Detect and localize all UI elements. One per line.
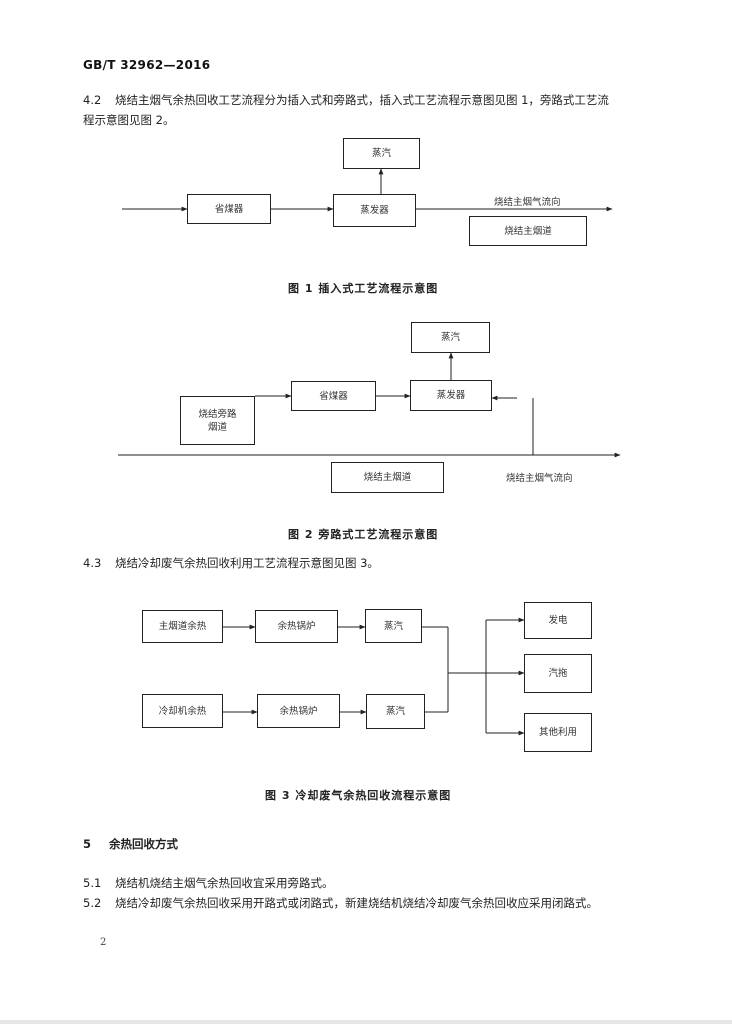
item-text: 烧结机烧结主烟气余热回收宜采用旁路式。 xyxy=(114,876,334,890)
section-5-1: 5.1 烧结机烧结主烟气余热回收宜采用旁路式。 xyxy=(83,873,333,893)
standard-number: GB/T 32962—2016 xyxy=(83,58,211,72)
section-text: 烧结冷却废气余热回收利用工艺流程示意图见图 3。 xyxy=(114,556,379,570)
figure2-caption: 图 2 旁路式工艺流程示意图 xyxy=(288,528,439,541)
item-text: 烧结冷却废气余热回收采用开路式或闭路式，新建烧结机烧结冷却废气余热回收应采用闭路… xyxy=(114,896,598,910)
fig2-main-flue-box: 烧结主烟道 xyxy=(331,462,444,493)
fig1-flow-label: 烧结主烟气流向 xyxy=(494,197,561,208)
section-title: 余热回收方式 xyxy=(109,837,179,851)
fig1-economizer-box: 省煤器 xyxy=(187,194,271,224)
fig2-steam-box: 蒸汽 xyxy=(411,322,490,353)
section-4-2-line1: 4.2 烧结主烟气余热回收工艺流程分为插入式和旁路式，插入式工艺流程示意图见图 … xyxy=(83,90,609,110)
fig1-main-flue-box: 烧结主烟道 xyxy=(469,216,587,246)
fig3-main-flue-heat-box: 主烟道余热 xyxy=(142,610,223,643)
figure1-caption: 图 1 插入式工艺流程示意图 xyxy=(288,282,439,295)
fig2-bypass-flue-box: 烧结旁路烟道 xyxy=(180,396,255,445)
fig2-evaporator-box: 蒸发器 xyxy=(410,380,492,411)
fig1-evaporator-box: 蒸发器 xyxy=(333,194,416,227)
fig3-steam1-box: 蒸汽 xyxy=(365,609,422,643)
fig3-boiler1-box: 余热锅炉 xyxy=(255,610,338,643)
section-number: 4.2 xyxy=(83,93,102,107)
section-number: 5 xyxy=(83,837,92,851)
fig3-drive-box: 汽拖 xyxy=(524,654,592,693)
fig3-steam2-box: 蒸汽 xyxy=(366,694,425,729)
fig3-cooler-heat-box: 冷却机余热 xyxy=(142,694,223,728)
bottom-divider xyxy=(0,1020,732,1024)
item-number: 5.2 xyxy=(83,896,102,910)
section-number: 4.3 xyxy=(83,556,102,570)
fig3-boiler2-box: 余热锅炉 xyxy=(257,694,340,728)
fig2-economizer-box: 省煤器 xyxy=(291,381,376,411)
section-5-2: 5.2 烧结冷却废气余热回收采用开路式或闭路式，新建烧结机烧结冷却废气余热回收应… xyxy=(83,893,598,913)
section-4-3: 4.3 烧结冷却废气余热回收利用工艺流程示意图见图 3。 xyxy=(83,553,379,573)
section-4-2-line2: 程示意图见图 2。 xyxy=(83,113,175,127)
fig2-flow-label: 烧结主烟气流向 xyxy=(506,473,573,484)
page-number: 2 xyxy=(100,937,107,948)
figure3-caption: 图 3 冷却废气余热回收流程示意图 xyxy=(265,789,452,802)
fig3-other-use-box: 其他利用 xyxy=(524,713,592,752)
section-text: 烧结主烟气余热回收工艺流程分为插入式和旁路式，插入式工艺流程示意图见图 1，旁路… xyxy=(114,93,609,107)
item-number: 5.1 xyxy=(83,876,102,890)
section-5-heading: 5 余热回收方式 xyxy=(83,834,178,854)
fig3-power-box: 发电 xyxy=(524,602,592,639)
fig1-steam-box: 蒸汽 xyxy=(343,138,420,169)
